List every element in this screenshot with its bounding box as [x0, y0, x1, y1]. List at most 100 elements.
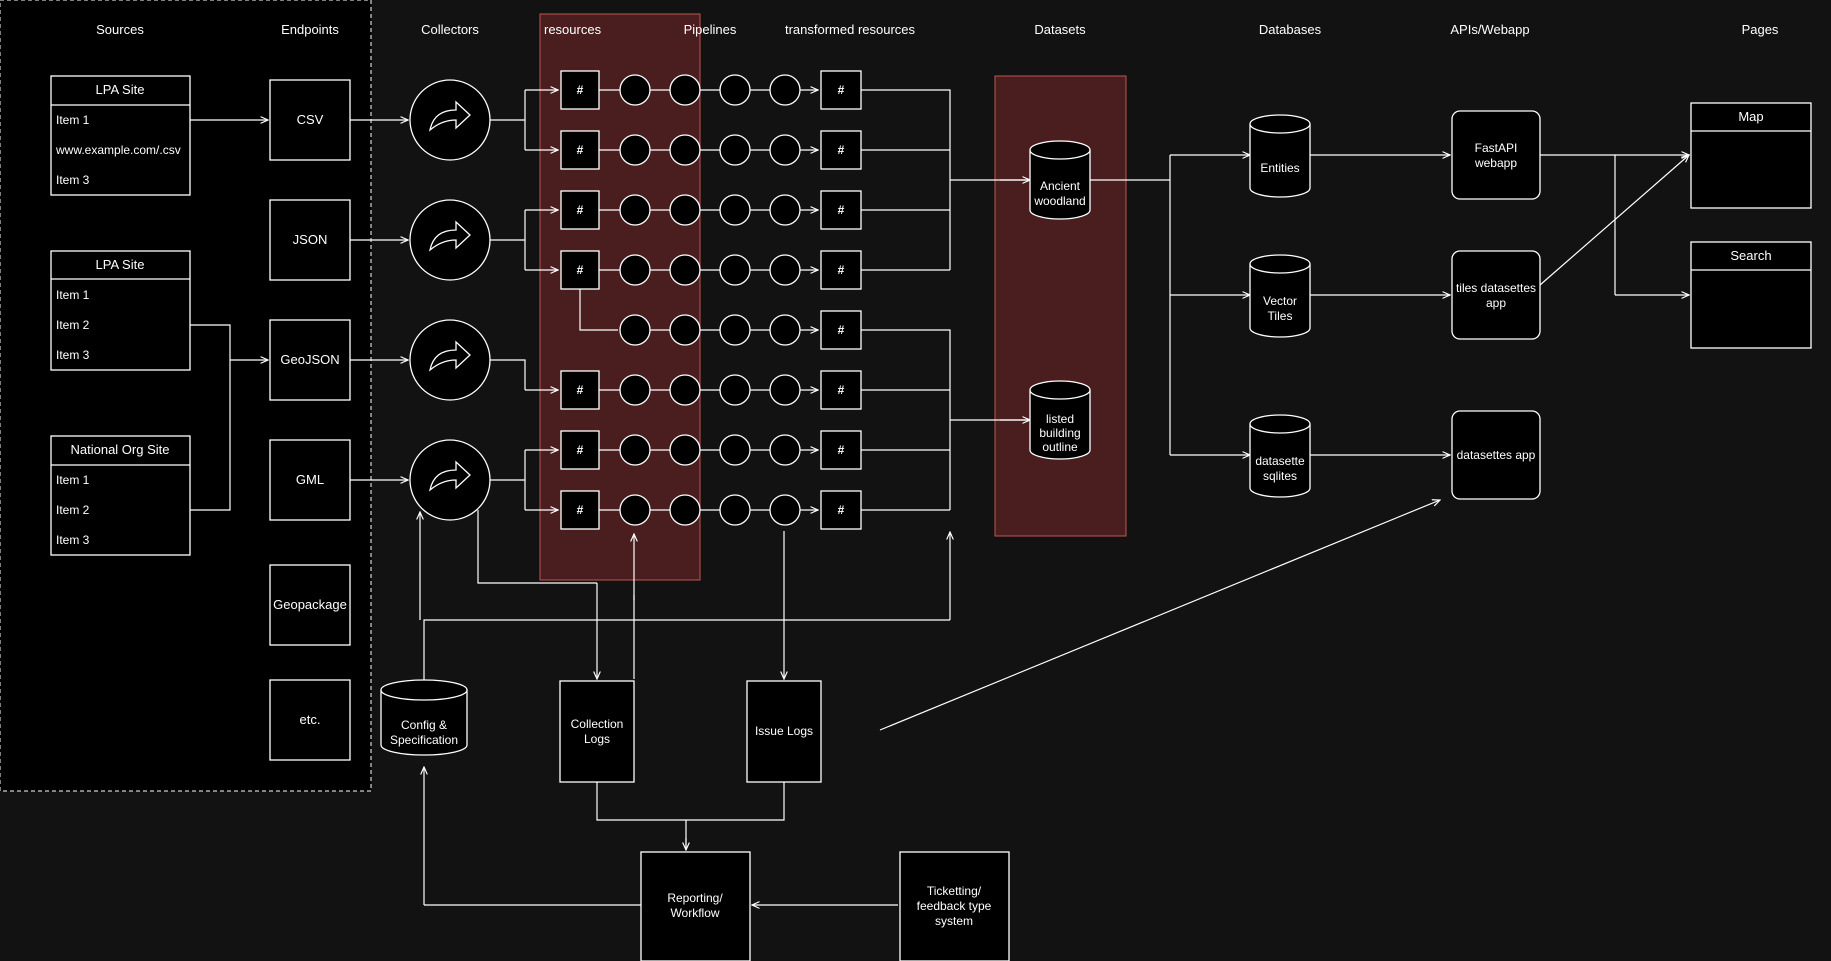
pipeline-step-node[interactable]: [669, 494, 701, 526]
page-map[interactable]: Map: [1690, 102, 1812, 209]
transformed-resource-node[interactable]: [820, 130, 862, 170]
pipeline-step-node[interactable]: [669, 254, 701, 286]
resource-branch-wire: [579, 289, 618, 331]
endpoint-label: Geopackage: [273, 597, 347, 612]
source-lpa-site-1[interactable]: LPA Site Item 1 www.example.com/.csv Ite…: [50, 75, 191, 196]
dataset-label: listed: [1046, 412, 1074, 426]
transformed-resource-marker: #: [838, 143, 845, 157]
pipeline-step-node[interactable]: [619, 254, 651, 286]
page-title: Map: [1738, 109, 1763, 124]
resource-node[interactable]: [560, 490, 600, 530]
reporting-workflow[interactable]: Reporting/ Workflow: [640, 851, 751, 961]
pipeline-step-node[interactable]: [619, 74, 651, 106]
source-item: Item 2: [56, 318, 90, 332]
api-label: webapp: [1474, 156, 1517, 170]
forward-arrow-icon: [429, 100, 471, 132]
dataset-listed-building-outline[interactable]: listed building outline: [1029, 380, 1091, 460]
pipeline-step-node[interactable]: [619, 134, 651, 166]
pipeline-step-node[interactable]: [669, 134, 701, 166]
pipeline-step-node[interactable]: [719, 254, 751, 286]
pipeline-step-node[interactable]: [619, 434, 651, 466]
page-search[interactable]: Search: [1690, 241, 1812, 349]
collector-4[interactable]: [409, 439, 491, 521]
database-vector-tiles[interactable]: Vector Tiles: [1249, 254, 1311, 338]
pipeline-step-node[interactable]: [719, 134, 751, 166]
pipeline-step-node[interactable]: [719, 494, 751, 526]
endpoint-gml[interactable]: GML: [269, 439, 351, 521]
logs-to-reporting-wire: [596, 782, 785, 848]
source-national-org-site[interactable]: National Org Site Item 1 Item 2 Item 3: [50, 435, 191, 556]
source-lpa-site-2[interactable]: LPA Site Item 1 Item 2 Item 3: [50, 250, 191, 371]
pipeline-step-node[interactable]: [719, 194, 751, 226]
endpoint-geopackage[interactable]: Geopackage: [269, 564, 351, 646]
pipeline-row: ##: [560, 250, 862, 290]
resource-node[interactable]: [560, 130, 600, 170]
endpoint-json[interactable]: JSON: [269, 199, 351, 281]
api-fastapi-webapp[interactable]: FastAPI webapp: [1451, 110, 1541, 200]
issue-logs[interactable]: Issue Logs: [746, 680, 822, 783]
pipeline-step-node[interactable]: [769, 434, 801, 466]
config-specification-store[interactable]: Config & Specification: [380, 679, 468, 756]
source-title: LPA Site: [96, 257, 145, 272]
transformed-resource-node[interactable]: [820, 190, 862, 230]
pipeline-step-node[interactable]: [719, 434, 751, 466]
collector-1[interactable]: [409, 79, 491, 161]
fastapi-to-pages-wire: [1540, 154, 1616, 295]
column-resources: resources: [544, 22, 602, 37]
source-item: Item 1: [56, 113, 90, 127]
transformed-resource-node[interactable]: [820, 70, 862, 110]
config-label: Specification: [390, 733, 458, 747]
pipeline-step-node[interactable]: [769, 134, 801, 166]
transformed-resource-marker: #: [838, 443, 845, 457]
pipeline-step-node[interactable]: [619, 494, 651, 526]
collector-2[interactable]: [409, 199, 491, 281]
endpoint-etc[interactable]: etc.: [269, 679, 351, 761]
transformed-resource-node[interactable]: [820, 490, 862, 530]
pipeline-step-node[interactable]: [669, 314, 701, 346]
api-tiles-datasettes-app[interactable]: tiles datasettes app: [1451, 250, 1541, 340]
resource-node[interactable]: [560, 70, 600, 110]
pipeline-step-node[interactable]: [719, 314, 751, 346]
pipeline-step-node[interactable]: [669, 434, 701, 466]
api-datasettes-app[interactable]: datasettes app: [1451, 410, 1541, 500]
column-collectors: Collectors: [421, 22, 479, 37]
pipeline-step-node[interactable]: [719, 374, 751, 406]
pipeline-step-node[interactable]: [669, 374, 701, 406]
transformed-resource-node[interactable]: [820, 250, 862, 290]
source-item: Item 3: [56, 173, 90, 187]
page-title: Search: [1730, 248, 1771, 263]
resource-node[interactable]: [560, 430, 600, 470]
collection-logs[interactable]: Collection Logs: [559, 680, 635, 783]
transformed-resource-node[interactable]: [820, 310, 862, 350]
pipeline-step-node[interactable]: [769, 494, 801, 526]
pipeline-step-node[interactable]: [769, 374, 801, 406]
collector-3[interactable]: [409, 319, 491, 401]
pipeline-step-node[interactable]: [619, 374, 651, 406]
resource-node[interactable]: [560, 190, 600, 230]
endpoint-csv[interactable]: CSV: [269, 79, 351, 161]
resource-marker: #: [577, 443, 584, 457]
sources-merge-wire: [190, 324, 231, 511]
pipeline-step-node[interactable]: [769, 314, 801, 346]
pipeline-step-node[interactable]: [769, 74, 801, 106]
ticketing-label: system: [935, 914, 973, 928]
database-datasette-sqlites[interactable]: datasette sqlites: [1249, 414, 1311, 498]
reporting-label: Workflow: [670, 906, 719, 920]
pipeline-step-node[interactable]: [619, 314, 651, 346]
source-item: www.example.com/.csv: [55, 143, 181, 157]
pipeline-step-node[interactable]: [669, 74, 701, 106]
pipeline-step-node[interactable]: [669, 194, 701, 226]
pipeline-step-node[interactable]: [619, 194, 651, 226]
pipeline-step-node[interactable]: [719, 74, 751, 106]
ticketing-feedback-system[interactable]: Ticketting/ feedback type system: [899, 851, 1010, 961]
resource-node[interactable]: [560, 370, 600, 410]
pipeline-step-node[interactable]: [769, 194, 801, 226]
dataset-ancient-woodland[interactable]: Ancient woodland: [1029, 140, 1091, 220]
resource-marker: #: [577, 263, 584, 277]
pipeline-step-node[interactable]: [769, 254, 801, 286]
collector-2-split: [490, 210, 526, 270]
database-entities[interactable]: Entities: [1249, 114, 1311, 198]
collection-logs-label: Collection: [571, 717, 624, 731]
endpoint-geojson[interactable]: GeoJSON: [269, 319, 351, 401]
